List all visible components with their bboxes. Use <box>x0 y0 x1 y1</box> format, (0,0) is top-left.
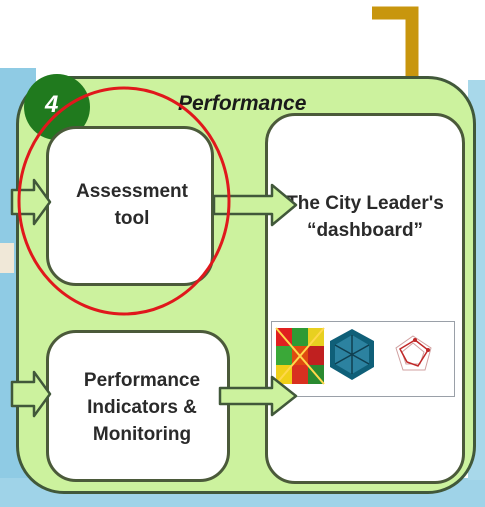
gold-bracket <box>372 6 419 80</box>
performance-indicators-label: Performance Indicators & Monitoring <box>83 370 201 445</box>
arrow-indicators-to-dashboard <box>218 375 298 417</box>
section-number: 4 <box>45 91 59 118</box>
radar-chart-icon <box>395 335 432 371</box>
arrow-into-assessment <box>10 178 52 226</box>
beige-patch <box>0 243 14 273</box>
dashboard-box <box>265 113 465 484</box>
dashboard-label: The City Leader's “dashboard” <box>286 193 444 241</box>
arrow-into-indicators <box>10 370 52 418</box>
section-title: Performance <box>178 92 307 115</box>
assessment-tool-label: Assessment tool <box>76 181 188 229</box>
assessment-tool-box <box>46 126 214 286</box>
hexagon-icon <box>330 329 374 380</box>
red-highlight-circle <box>17 86 231 316</box>
rainbow-grid-icon <box>275 327 325 385</box>
arrow-assessment-to-dashboard <box>212 183 298 227</box>
performance-indicators-box <box>46 330 230 482</box>
